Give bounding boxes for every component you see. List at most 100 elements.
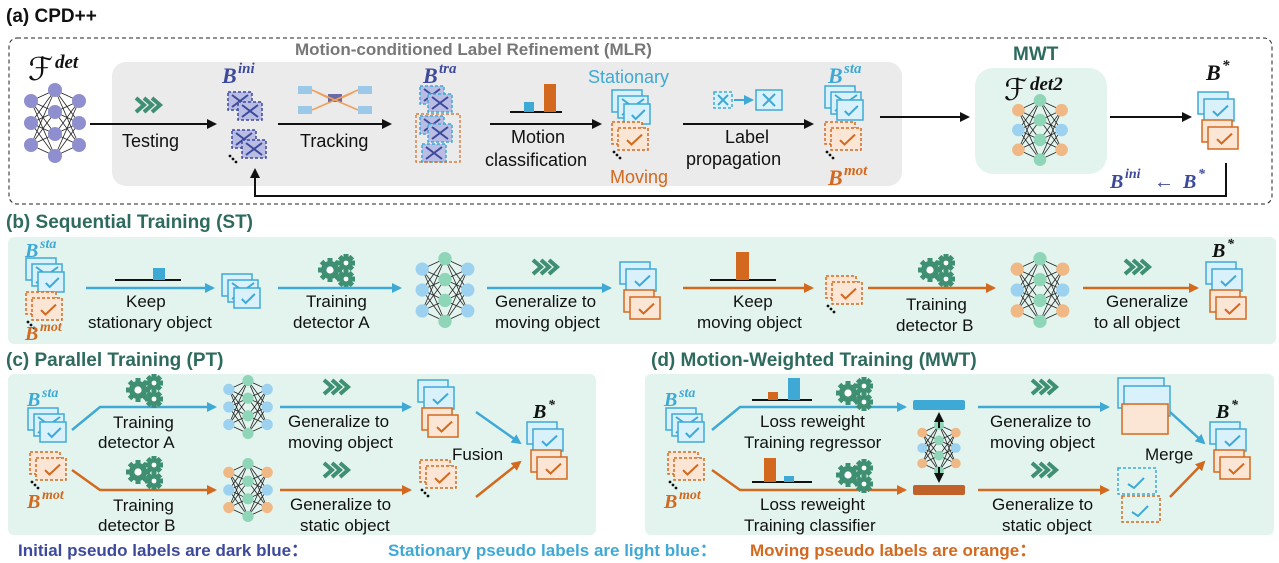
bounding-box-stack-icon bbox=[619, 261, 661, 320]
training-b-label: Training bbox=[906, 295, 967, 314]
tracking-icon bbox=[298, 86, 372, 114]
svg-text:B: B bbox=[24, 323, 38, 345]
bounding-box-stack-icon bbox=[665, 407, 705, 443]
svg-text:ℱ: ℱ bbox=[28, 50, 53, 88]
panel-a-frame bbox=[8, 37, 1273, 205]
svg-text:*: * bbox=[1227, 237, 1235, 252]
moving-object-label-2: moving object bbox=[697, 313, 802, 332]
bounding-box-stack-icon bbox=[825, 275, 863, 314]
testing-label: Testing bbox=[122, 131, 179, 151]
detector-a-label: detector A bbox=[293, 313, 370, 332]
svg-text:B: B bbox=[1205, 60, 1221, 85]
legend-stationary: Stationary pseudo labels are light blue： bbox=[388, 541, 717, 560]
svg-text:det: det bbox=[55, 52, 79, 73]
moving-object-label: moving object bbox=[495, 313, 600, 332]
mwt-title: MWT bbox=[1013, 44, 1059, 65]
svg-text:sta: sta bbox=[843, 61, 862, 77]
label-propagation-icon bbox=[713, 89, 783, 111]
gear-icon bbox=[918, 254, 955, 288]
svg-text:B: B bbox=[26, 389, 40, 411]
b-star-label: B * bbox=[1215, 398, 1239, 423]
svg-text:det2: det2 bbox=[1030, 74, 1063, 95]
chevron-arrows-icon bbox=[1030, 461, 1060, 479]
generalize-to-label: Generalize to bbox=[990, 412, 1091, 431]
svg-text:B: B bbox=[1109, 171, 1123, 193]
f-det2-label: ℱ det2 bbox=[1004, 73, 1063, 108]
moving-label: Moving bbox=[610, 167, 668, 187]
neural-network-icon bbox=[24, 83, 86, 163]
propagation-label: propagation bbox=[686, 149, 781, 169]
bounding-box-stack-icon bbox=[824, 85, 864, 160]
training-classifier-label: Training classifier bbox=[744, 516, 876, 535]
bounding-box-stack-icon bbox=[1197, 91, 1239, 150]
b-star-label: B * bbox=[1205, 58, 1230, 85]
classification-label: classification bbox=[485, 150, 587, 170]
legend-moving: Moving pseudo labels are orange： bbox=[750, 541, 1036, 560]
static-object-label: static object bbox=[1002, 516, 1092, 535]
svg-text:←: ← bbox=[1154, 171, 1174, 193]
bar-chart-icon bbox=[510, 84, 562, 113]
moving-object-label: moving object bbox=[288, 433, 393, 452]
bounding-box-stack-icon bbox=[29, 451, 67, 490]
feedback-arrow bbox=[250, 163, 1227, 197]
svg-text:B: B bbox=[663, 491, 677, 513]
classifier-head-icon bbox=[913, 485, 965, 495]
training-b-label: Training bbox=[113, 496, 174, 515]
feedback-label: B ini ← B * bbox=[1109, 167, 1206, 193]
bounding-box-stack-icon bbox=[667, 451, 705, 490]
b-mot-label: B mot bbox=[827, 163, 868, 190]
svg-text:B: B bbox=[827, 63, 843, 88]
svg-text:B: B bbox=[26, 491, 40, 513]
b-sta-label: B sta bbox=[24, 237, 56, 262]
b-star-label: B * bbox=[1211, 237, 1235, 262]
b-sta-label: B sta bbox=[663, 386, 695, 411]
bounding-box-stack-icon bbox=[1205, 261, 1247, 320]
bounding-box-stack-icon bbox=[417, 379, 459, 438]
gear-icon bbox=[836, 459, 873, 493]
svg-text:tra: tra bbox=[439, 61, 457, 77]
svg-text:*: * bbox=[1222, 58, 1230, 74]
motion-label: Motion bbox=[511, 127, 565, 147]
mlr-title: Motion-conditioned Label Refinement (MLR… bbox=[295, 40, 652, 59]
panel-c-title: (c) Parallel Training (PT) bbox=[6, 350, 224, 371]
b-mot-label: B mot bbox=[663, 488, 702, 513]
generalize-label: Generalize bbox=[1106, 292, 1188, 311]
panel-a-title: (a) CPD++ bbox=[6, 6, 97, 27]
training-regressor-label: Training regressor bbox=[744, 433, 882, 452]
svg-text:ini: ini bbox=[1125, 167, 1141, 182]
bounding-box-stack-icon bbox=[611, 89, 651, 160]
svg-text:*: * bbox=[1198, 167, 1206, 182]
stationary-object-label: stationary object bbox=[88, 313, 212, 332]
svg-text:*: * bbox=[548, 398, 556, 413]
training-label: Training bbox=[306, 292, 367, 311]
bounding-box-stack-icon bbox=[221, 273, 261, 309]
svg-text:B: B bbox=[1211, 240, 1225, 262]
svg-text:B: B bbox=[1182, 171, 1196, 193]
detector-a-label: detector A bbox=[98, 433, 175, 452]
svg-text:sta: sta bbox=[678, 386, 695, 401]
svg-text:*: * bbox=[1231, 398, 1239, 413]
b-sta-label: B sta bbox=[827, 61, 862, 88]
svg-text:mot: mot bbox=[679, 488, 702, 503]
arrow-c-train-b bbox=[71, 468, 217, 495]
neural-network-icon bbox=[1010, 252, 1070, 328]
svg-text:B: B bbox=[827, 165, 843, 190]
f-det-label: ℱ det bbox=[28, 50, 79, 88]
classified-boxes-icon bbox=[1117, 467, 1161, 523]
svg-text:mot: mot bbox=[42, 488, 65, 503]
gear-icon bbox=[836, 377, 873, 411]
svg-text:sta: sta bbox=[39, 237, 56, 252]
b-star-label: B * bbox=[532, 398, 556, 423]
b-mot-label: B mot bbox=[24, 320, 63, 345]
regressor-head-icon bbox=[913, 400, 965, 410]
arrow-merge-bottom bbox=[1169, 460, 1206, 498]
keep-label: Keep bbox=[126, 292, 166, 311]
svg-text:mot: mot bbox=[844, 163, 868, 179]
b-tra-label: B tra bbox=[422, 61, 457, 88]
stationary-label: Stationary bbox=[588, 67, 669, 87]
bounding-box-stack-icon bbox=[27, 407, 67, 443]
loss-reweight-label-2: Loss reweight bbox=[760, 495, 865, 514]
svg-text:B: B bbox=[24, 240, 38, 262]
bounding-box-stack-icon bbox=[25, 257, 65, 330]
